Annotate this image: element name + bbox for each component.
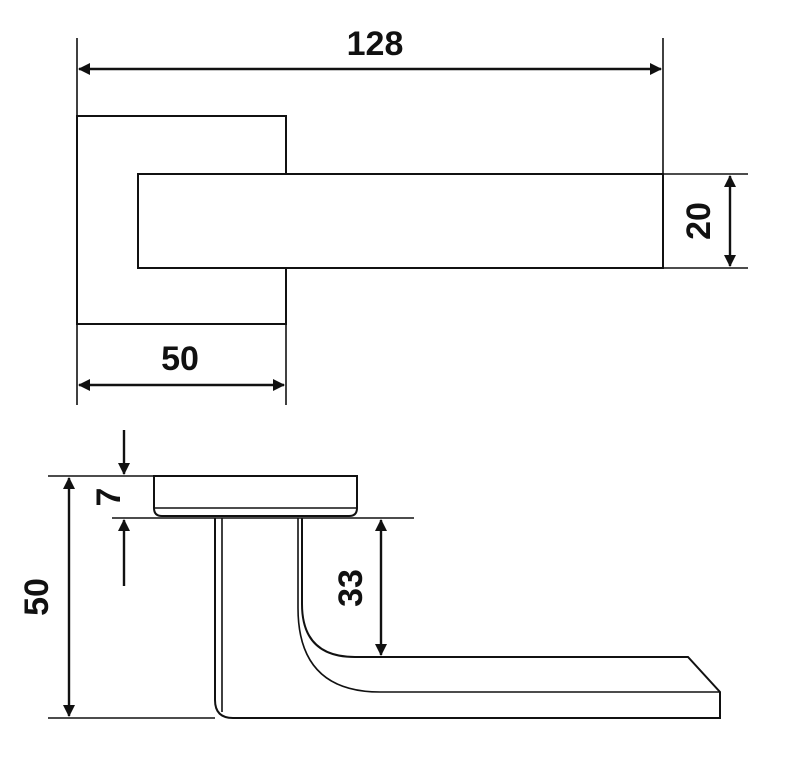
label-rose-width: 50 [161,340,199,378]
label-clearance: 33 [332,569,370,607]
label-rose-thickness: 7 [90,488,128,507]
top-view: 128 20 50 [76,25,748,405]
label-total-depth: 50 [18,578,56,616]
lever-side-profile [214,518,721,719]
rose-plate-side [153,475,358,517]
lever-top [137,173,664,269]
label-lever-height: 20 [680,202,718,240]
lever-inner-edge [297,518,720,693]
label-overall-length: 128 [347,25,404,63]
side-view: 7 33 50 [18,430,721,719]
